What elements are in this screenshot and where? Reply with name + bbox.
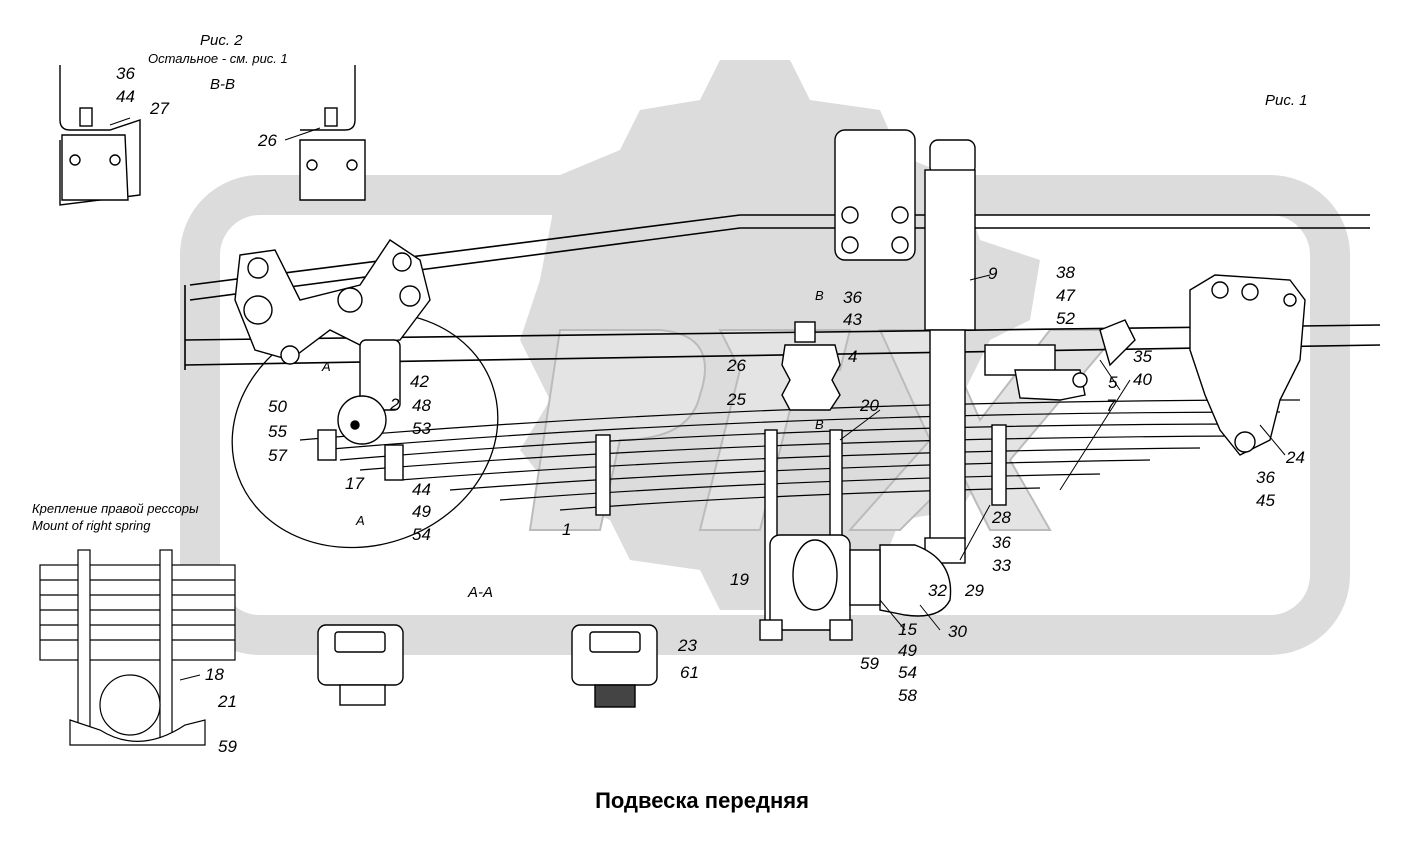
part-number: 49: [898, 641, 917, 660]
part-number: 5: [1108, 373, 1118, 392]
shock-absorber: [834, 129, 976, 564]
part-number: 48: [412, 396, 431, 415]
section-aa-caption: А-А: [468, 584, 494, 601]
section-mark-a-bottom: А: [356, 513, 365, 528]
bump-stop: [781, 321, 841, 411]
part-number: 4: [848, 347, 858, 366]
part-number: 7: [1106, 396, 1116, 415]
part-number: 35: [1133, 347, 1152, 366]
part-number: 24: [1286, 448, 1305, 467]
part-number: 9: [988, 264, 998, 283]
mount-right-spring: [39, 549, 236, 746]
part-number: 59: [218, 737, 237, 756]
part-number: 52: [1056, 309, 1075, 328]
part-number: 44: [412, 480, 431, 499]
part-number: 30: [948, 622, 967, 641]
part-number: 43: [843, 310, 862, 329]
part-number: 49: [412, 502, 431, 521]
part-number: 33: [992, 556, 1011, 575]
part-number: 42: [410, 372, 429, 391]
front-bracket: [234, 239, 431, 481]
part-number: 32: [928, 581, 947, 600]
section-bb-caption: В-В: [210, 76, 236, 93]
part-number: 54: [412, 525, 431, 544]
part-number: 58: [898, 686, 917, 705]
fig2-note: Остальное - см. рис. 1: [148, 51, 288, 66]
part-number: 17: [345, 474, 364, 493]
part-number: 36: [843, 288, 862, 307]
part-number: 54: [898, 663, 917, 682]
fig2-caption: Рис. 2: [200, 32, 243, 49]
section-mark-b-top: В: [815, 288, 824, 303]
part-number: 57: [268, 446, 287, 465]
part-number: 26: [727, 356, 746, 375]
part-number: 36: [992, 533, 1011, 552]
part-number: 18: [205, 665, 224, 684]
part-number: 40: [1133, 370, 1152, 389]
part-number: 59: [860, 654, 879, 673]
fig1-caption: Рис. 1: [1265, 92, 1308, 109]
part-number: 36: [116, 64, 135, 83]
part-number: 53: [412, 419, 431, 438]
mount-caption-ru: Крепление правой рессоры: [32, 501, 199, 516]
section-aa-views: [317, 624, 658, 708]
part-number: 36: [1256, 468, 1275, 487]
part-number: 55: [268, 422, 287, 441]
part-number: 61: [680, 663, 699, 682]
part-number: 19: [730, 570, 749, 589]
part-number: 28: [992, 508, 1011, 527]
part-number: 38: [1056, 263, 1075, 282]
part-number: 15: [898, 620, 917, 639]
part-number: 23: [678, 636, 697, 655]
u-bolts: [595, 424, 1007, 641]
part-number: 47: [1056, 286, 1075, 305]
part-number: 2: [390, 395, 400, 414]
part-number: 29: [965, 581, 984, 600]
part-number: 44: [116, 87, 135, 106]
part-number: 25: [727, 390, 746, 409]
fig2-sections: [59, 65, 366, 206]
part-number: 45: [1256, 491, 1275, 510]
rear-bracket: [1189, 274, 1306, 456]
part-number: 50: [268, 397, 287, 416]
part-number: 21: [218, 692, 237, 711]
leader-lines: [109, 117, 1286, 681]
drawing-title: Подвеска передняя: [595, 788, 809, 813]
part-number: 26: [258, 131, 277, 150]
section-mark-a-top: А: [322, 359, 331, 374]
part-number: 20: [860, 396, 879, 415]
stabilizer-link: [984, 319, 1136, 401]
mount-caption-en: Mount of right spring: [32, 518, 151, 533]
part-number: 1: [562, 520, 572, 539]
section-mark-b-bottom: В: [815, 417, 824, 432]
part-number: 27: [150, 99, 169, 118]
